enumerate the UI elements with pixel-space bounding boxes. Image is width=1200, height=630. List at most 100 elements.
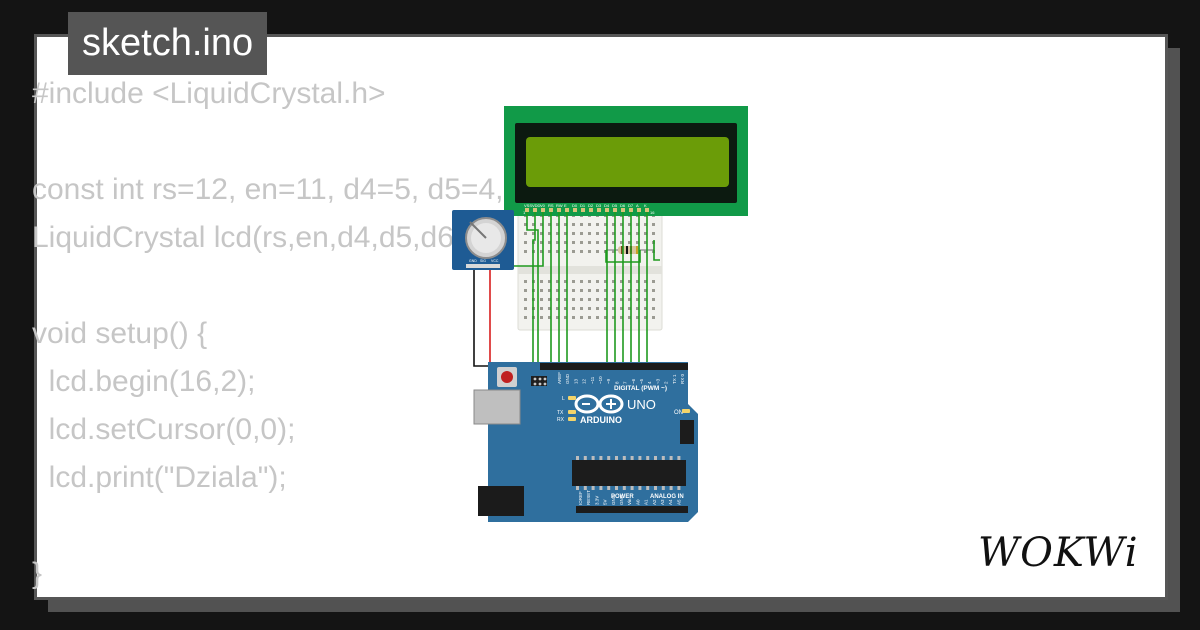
pot-pin-label: SIG: [480, 259, 486, 263]
lcd-pin-label: VSS: [524, 203, 532, 208]
arduino-pin-label: A5: [676, 499, 681, 505]
lcd-pin[interactable]: [597, 208, 601, 212]
breadboard-hole: [556, 280, 559, 283]
breadboard-hole: [604, 232, 607, 235]
breadboard-hole: [524, 280, 527, 283]
breadboard-hole: [644, 298, 647, 301]
breadboard-hole: [652, 289, 655, 292]
breadboard-hole: [580, 298, 583, 301]
breadboard-hole: [604, 241, 607, 244]
breadboard-hole: [604, 307, 607, 310]
lcd-pin[interactable]: [581, 208, 585, 212]
breadboard-hole: [564, 316, 567, 319]
potentiometer[interactable]: GND SIG VCC: [452, 210, 514, 270]
wire[interactable]: [605, 250, 641, 263]
pot-pin-label: VCC: [491, 259, 499, 263]
lcd-pin[interactable]: [557, 208, 561, 212]
breadboard-hole: [652, 307, 655, 310]
breadboard-hole: [524, 316, 527, 319]
lcd-pin[interactable]: [565, 208, 569, 212]
wokwi-logo[interactable]: WOKWi: [976, 528, 1150, 576]
breadboard-hole: [636, 232, 639, 235]
file-tab[interactable]: sketch.ino: [68, 12, 268, 75]
breadboard-hole: [612, 223, 615, 226]
breadboard-hole: [628, 298, 631, 301]
breadboard-hole: [580, 307, 583, 310]
breadboard-hole: [556, 241, 559, 244]
lcd-pin[interactable]: [525, 208, 529, 212]
breadboard-hole: [596, 232, 599, 235]
lcd-pin[interactable]: [637, 208, 641, 212]
lcd-pin[interactable]: [629, 208, 633, 212]
arduino-pin-label: A2: [652, 499, 657, 505]
code-line: lcd.setCursor(0,0);: [32, 413, 296, 446]
lcd-pin[interactable]: [645, 208, 649, 212]
breadboard-hole: [596, 316, 599, 319]
breadboard-hole: [636, 298, 639, 301]
breadboard-hole: [580, 232, 583, 235]
breadboard-hole: [540, 307, 543, 310]
arduino-pin-label: ~11: [590, 376, 595, 384]
led-label: TX: [557, 410, 564, 416]
breadboard-hole: [612, 307, 615, 310]
breadboard-hole: [620, 298, 623, 301]
chip-pin: [615, 456, 618, 460]
chip-pin: [615, 486, 618, 490]
lcd-pin[interactable]: [533, 208, 537, 212]
breadboard-hole: [588, 307, 591, 310]
breadboard-hole: [556, 289, 559, 292]
lcd-pin[interactable]: [613, 208, 617, 212]
wire[interactable]: [532, 212, 536, 364]
chip-pin: [576, 486, 579, 490]
chip-pin: [669, 486, 673, 490]
lcd-pin[interactable]: [573, 208, 577, 212]
chip-pin: [638, 456, 642, 460]
breadboard-hole: [524, 223, 527, 226]
arduino-pin-label: 3.3V: [594, 496, 599, 505]
breadboard-hole: [620, 280, 623, 283]
wire[interactable]: [653, 240, 660, 261]
lcd-pin[interactable]: [589, 208, 593, 212]
chip-pin: [591, 456, 595, 460]
breadboard-hole: [548, 241, 551, 244]
breadboard-hole: [580, 289, 583, 292]
breadboard-hole: [524, 250, 527, 253]
breadboard-hole: [540, 280, 543, 283]
breadboard-hole: [628, 307, 631, 310]
breadboard-hole: [636, 289, 639, 292]
breadboard-hole: [644, 307, 647, 310]
breadboard-hole: [524, 307, 527, 310]
digital-label: DIGITAL (PWM ~): [614, 385, 667, 392]
lcd-pin[interactable]: [541, 208, 545, 212]
breadboard-hole: [556, 223, 559, 226]
breadboard-hole: [620, 316, 623, 319]
arduino-pin-label: 2: [664, 381, 669, 384]
lcd-screen: [526, 137, 729, 187]
lcd-pin[interactable]: [621, 208, 625, 212]
arduino-uno[interactable]: UNO ARDUINO DIGITAL (PWM ~) POWER ANALOG…: [473, 362, 698, 522]
code-line: #include <LiquidCrystal.h>: [32, 77, 386, 110]
arduino-pin-label: ~5: [639, 378, 644, 384]
breadboard-hole: [620, 307, 623, 310]
code-line: lcd.begin(16,2);: [32, 365, 256, 398]
lcd-pin[interactable]: [605, 208, 609, 212]
breadboard-hole: [580, 241, 583, 244]
arduino-brand-label: ARDUINO: [580, 415, 622, 425]
breadboard-hole: [540, 232, 543, 235]
breadboard-hole: [604, 289, 607, 292]
breadboard-hole: [580, 223, 583, 226]
arduino-model-label: UNO: [627, 397, 656, 412]
led-label: RX: [557, 417, 565, 423]
breadboard-hole: [644, 223, 647, 226]
lcd-pin[interactable]: [549, 208, 553, 212]
chip-pin: [646, 486, 650, 490]
arduino-pin-label: 4: [647, 381, 652, 384]
lcd-pin-label: D6: [620, 203, 626, 208]
arduino-pin-label: IOREF: [578, 491, 583, 505]
wire[interactable]: [514, 212, 544, 267]
chip-pin: [677, 456, 681, 460]
breadboard-hole: [628, 223, 631, 226]
breadboard-hole: [524, 241, 527, 244]
